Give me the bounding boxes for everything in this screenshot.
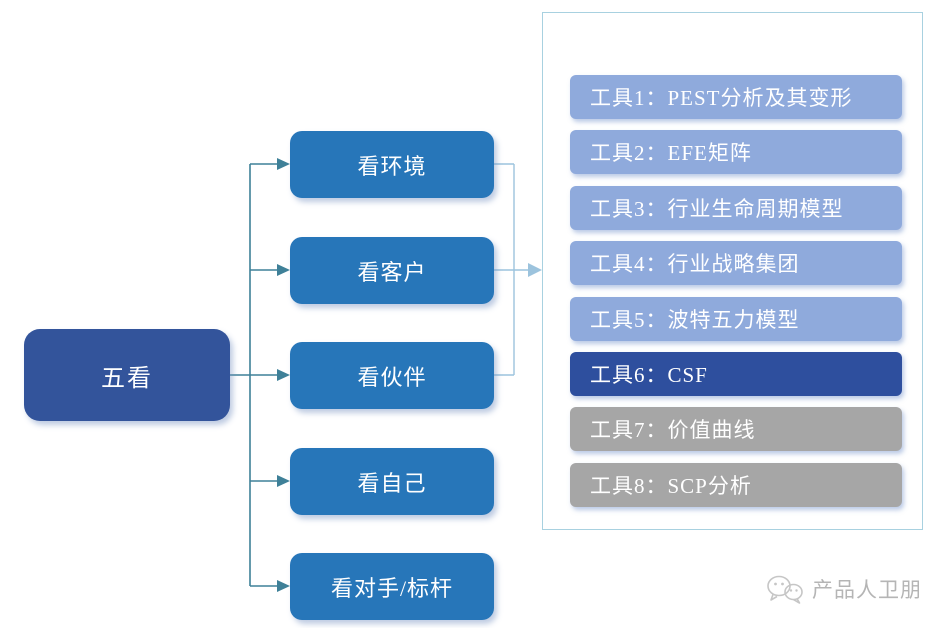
tool-item-5: 工具5：波特五力模型: [570, 297, 902, 341]
tool-item-4: 工具4：行业战略集团: [570, 241, 902, 285]
watermark: 产品人卫朋: [766, 574, 922, 604]
tool-item-1: 工具1：PEST分析及其变形: [570, 75, 902, 119]
tool-item-3: 工具3：行业生命周期模型: [570, 186, 902, 230]
tool-item-2: 工具2：EFE矩阵: [570, 130, 902, 174]
root-node-five-looks: 五看: [24, 329, 230, 421]
arrowhead-customer: [277, 264, 290, 276]
arrowhead-partner: [277, 369, 290, 381]
tool-item-label: 工具2：EFE矩阵: [590, 141, 752, 165]
branch-node-label: 看环境: [357, 153, 427, 179]
tool-item-7: 工具7：价值曲线: [570, 407, 902, 451]
tool-item-label: 工具5：波特五力模型: [590, 308, 800, 332]
tool-item-6: 工具6：CSF: [570, 352, 902, 396]
wechat-icon: [767, 575, 803, 604]
root-node-label: 五看: [101, 365, 153, 392]
branch-node-label: 看伙伴: [357, 364, 427, 390]
arrowhead-competitor: [277, 580, 290, 592]
tool-item-label: 工具8：SCP分析: [590, 474, 752, 498]
arrowhead-self: [277, 475, 290, 487]
arrowhead-environment: [277, 158, 290, 170]
tool-item-label: 工具7：价值曲线: [590, 418, 756, 442]
branch-node-label: 看对手/标杆: [330, 575, 454, 601]
tool-item-label: 工具4：行业战略集团: [590, 252, 800, 276]
tool-item-label: 工具3：行业生命周期模型: [590, 197, 844, 221]
branch-node-label: 看自己: [357, 470, 427, 496]
arrowhead-tools-panel: [528, 263, 542, 277]
branch-node-competitor: 看对手/标杆: [290, 553, 494, 620]
tool-item-8: 工具8：SCP分析: [570, 463, 902, 507]
watermark-text: 产品人卫朋: [812, 579, 922, 602]
tool-item-label: 工具6：CSF: [590, 363, 708, 387]
branch-node-partner: 看伙伴: [290, 342, 494, 409]
branch-node-environment: 看环境: [290, 131, 494, 198]
branch-node-customer: 看客户: [290, 237, 494, 304]
branch-node-self: 看自己: [290, 448, 494, 515]
tool-item-label: 工具1：PEST分析及其变形: [590, 86, 853, 110]
branch-node-label: 看客户: [357, 259, 427, 285]
